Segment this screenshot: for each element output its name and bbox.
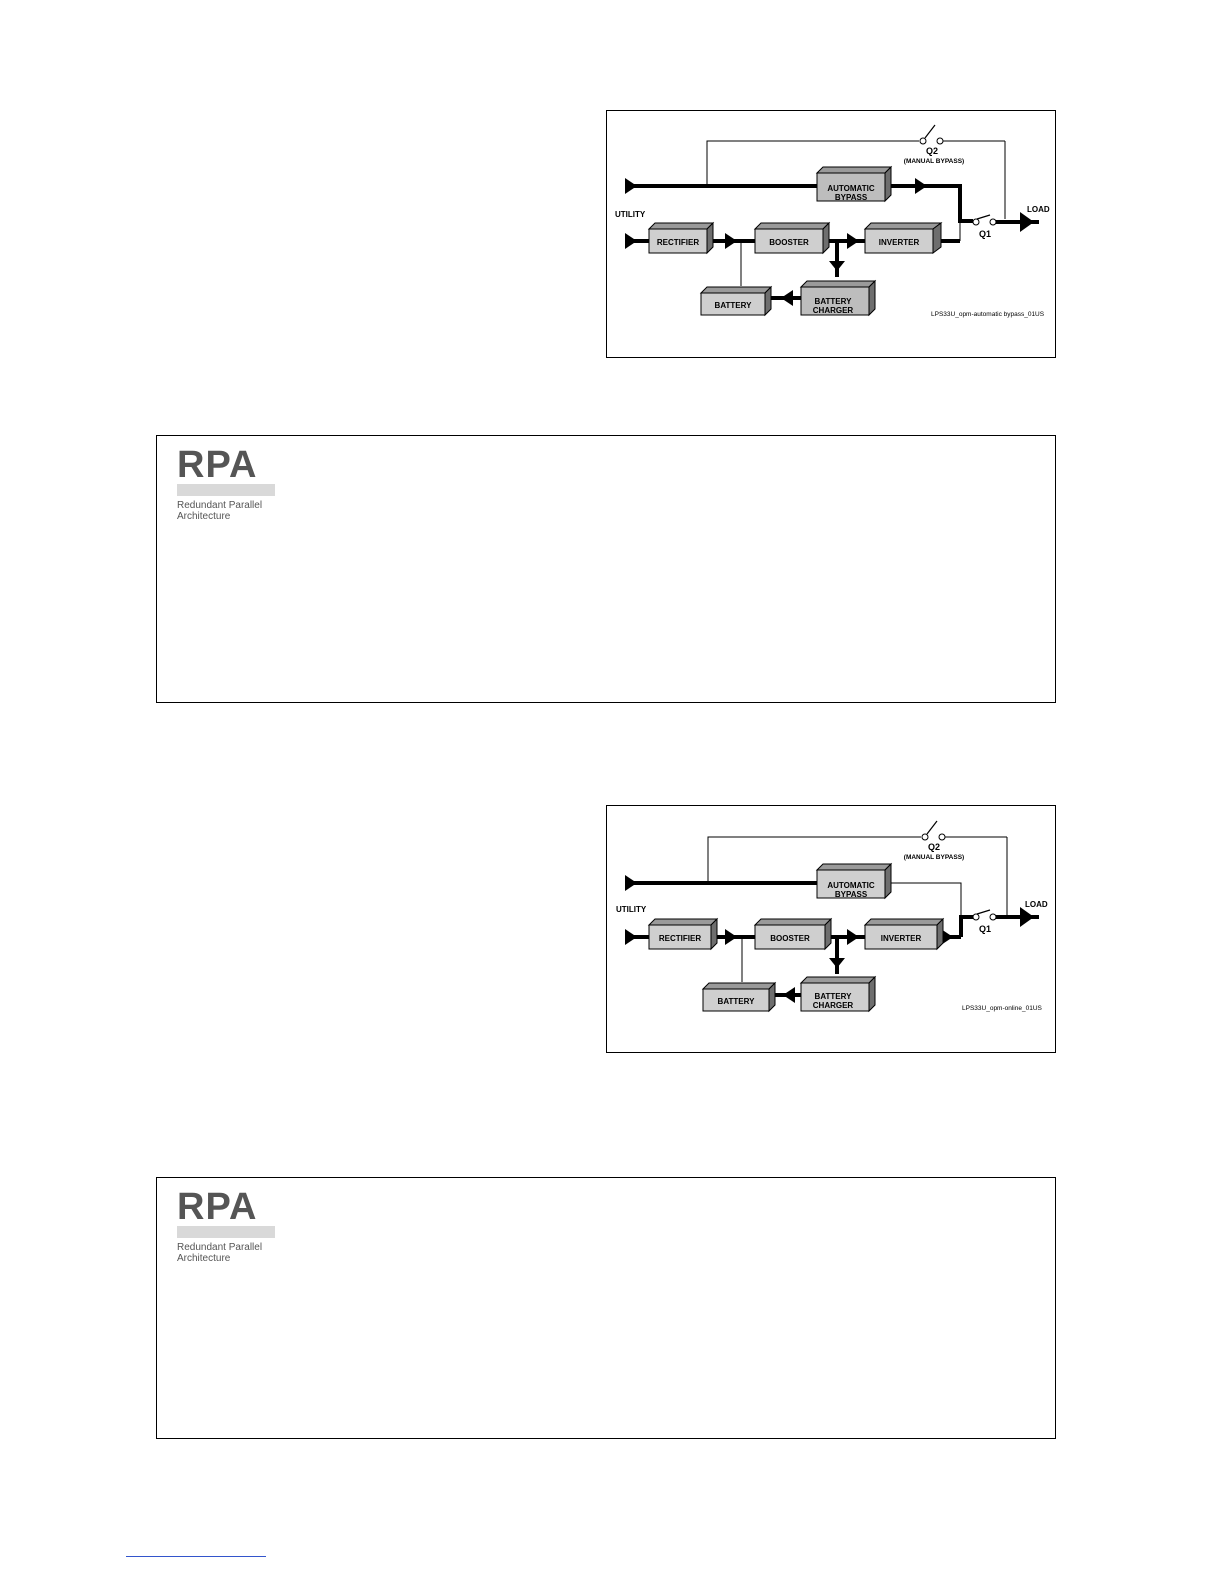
rpa-subtitle-line1: Redundant Parallel — [177, 1242, 263, 1253]
battery-charger-block — [800, 286, 870, 316]
q1-label: Q1 — [979, 229, 991, 239]
q2-switch-blade — [924, 124, 936, 139]
battery-label: BATTERY — [715, 301, 753, 310]
online-diagram-svg: Q2 (MANUAL BYPASS) AUTOMATIC BYPASS Q1 L… — [616, 820, 1048, 1013]
booster-block — [754, 228, 824, 254]
rpa-logo-bar — [177, 484, 275, 496]
rpa-mark: RPA — [177, 1186, 258, 1228]
rpa-panel-1: RPA Redundant Parallel Architecture — [156, 435, 1056, 703]
battery-charger-label-line1: BATTERY — [815, 297, 853, 306]
battery-block — [700, 292, 766, 316]
inverter-block — [864, 228, 934, 254]
rpa-logo: RPA Redundant Parallel Architecture — [177, 446, 287, 522]
automatic-bypass-diagram-svg: Q2 (MANUAL BYPASS) AUTOMATIC BYPASS Q1 L… — [615, 124, 1050, 318]
booster-label: BOOSTER — [770, 934, 810, 943]
booster-block — [754, 924, 826, 950]
rpa-subtitle-line2: Architecture — [177, 1253, 231, 1264]
automatic-bypass-label-line2: BYPASS — [835, 193, 868, 202]
diagram-caption: LPS33U_opm-online_01US — [962, 1005, 1043, 1012]
automatic-bypass-label-line1: AUTOMATIC — [827, 881, 874, 890]
battery-charger-label-line1: BATTERY — [815, 992, 853, 1001]
inverter-label: INVERTER — [881, 934, 922, 943]
rpa-logo: RPA Redundant Parallel Architecture — [177, 1188, 287, 1264]
diagram-caption: LPS33U_opm-automatic bypass_01US — [931, 311, 1045, 318]
diagram-online: Q2 (MANUAL BYPASS) AUTOMATIC BYPASS Q1 L… — [606, 805, 1056, 1053]
rpa-mark: RPA — [177, 444, 258, 486]
booster-label: BOOSTER — [769, 238, 809, 247]
q1-label: Q1 — [979, 924, 991, 934]
automatic-bypass-block — [816, 172, 886, 202]
automatic-bypass-label-line1: AUTOMATIC — [827, 184, 874, 193]
load-label: LOAD — [1025, 900, 1048, 909]
battery-block — [702, 988, 770, 1012]
rpa-panel-2: RPA Redundant Parallel Architecture — [156, 1177, 1056, 1439]
rectifier-label: RECTIFIER — [657, 238, 699, 247]
rectifier-label: RECTIFIER — [659, 934, 701, 943]
q2-label: Q2 — [928, 842, 940, 852]
battery-charger-label-line2: CHARGER — [813, 306, 854, 315]
rectifier-block — [648, 228, 708, 254]
rpa-subtitle-line1: Redundant Parallel — [177, 500, 263, 511]
battery-label: BATTERY — [718, 997, 756, 1006]
inverter-label: INVERTER — [879, 238, 920, 247]
q2-contact-left — [919, 137, 927, 145]
rpa-logo-bar — [177, 1226, 275, 1238]
manual-bypass-label: (MANUAL BYPASS) — [904, 158, 964, 165]
diagram-automatic-bypass: Q2 (MANUAL BYPASS) AUTOMATIC BYPASS Q1 L… — [606, 110, 1056, 358]
q2-contact-right — [936, 137, 944, 145]
utility-label: UTILITY — [615, 210, 646, 219]
utility-label: UTILITY — [616, 905, 647, 914]
manual-bypass-line — [706, 140, 919, 186]
load-label: LOAD — [1027, 205, 1050, 214]
battery-charger-block — [800, 982, 870, 1012]
rpa-subtitle-line2: Architecture — [177, 511, 231, 522]
automatic-bypass-label-line2: BYPASS — [835, 890, 868, 899]
rectifier-block — [648, 924, 712, 950]
automatic-bypass-block — [816, 869, 886, 899]
battery-charger-label-line2: CHARGER — [813, 1001, 854, 1010]
inverter-block — [864, 924, 938, 950]
q2-label: Q2 — [926, 146, 938, 156]
footer-link-underline — [126, 1556, 266, 1557]
manual-bypass-label: (MANUAL BYPASS) — [904, 854, 964, 861]
